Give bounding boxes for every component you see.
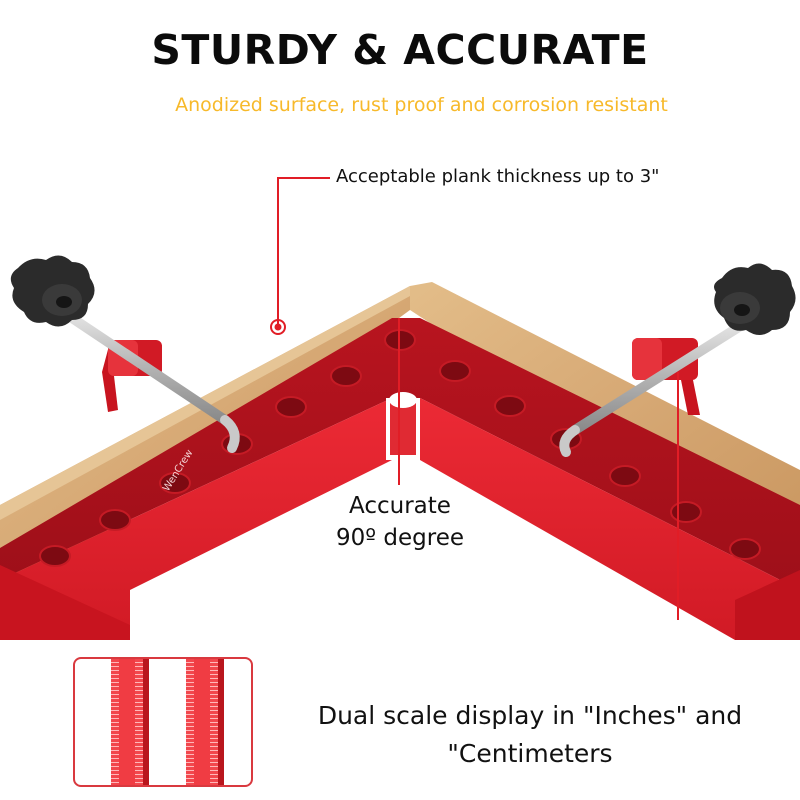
clamp-hold-left: [10, 255, 240, 453]
scale-callout-line2: "Centimeters: [447, 739, 613, 768]
centimeter-ruler: [186, 659, 218, 785]
page-title: STURDY & ACCURATE: [151, 26, 649, 74]
thickness-callout: Acceptable plank thickness up to 3": [336, 166, 660, 187]
clamp-arm-left-top: [0, 318, 392, 580]
knob-left: [10, 255, 95, 327]
angle-callout: Accurate 90º degree: [300, 490, 500, 554]
scale-callout: Dual scale display in "Inches" and "Cent…: [270, 697, 790, 773]
clamp-arm-right-top: [392, 318, 800, 590]
clamp-hold-right: [559, 263, 796, 457]
callout-line-thickness: [277, 177, 330, 327]
scale-callout-line1: Dual scale display in "Inches" and: [317, 701, 743, 730]
knob-right: [714, 263, 796, 335]
centimeter-ruler-edge: [218, 659, 224, 785]
angle-callout-line1: Accurate: [349, 493, 451, 519]
inch-ruler: [111, 659, 143, 785]
inch-ruler-edge: [143, 659, 149, 785]
angle-callout-line2: 90º degree: [335, 525, 465, 551]
subtitle: Anodized surface, rust proof and corrosi…: [175, 94, 668, 116]
clamp-arm-right-side: [420, 398, 800, 640]
clamp-arm-left-side: [0, 398, 392, 640]
callout-dot-icon: [270, 319, 286, 335]
dual-scale-inset: [73, 657, 253, 787]
